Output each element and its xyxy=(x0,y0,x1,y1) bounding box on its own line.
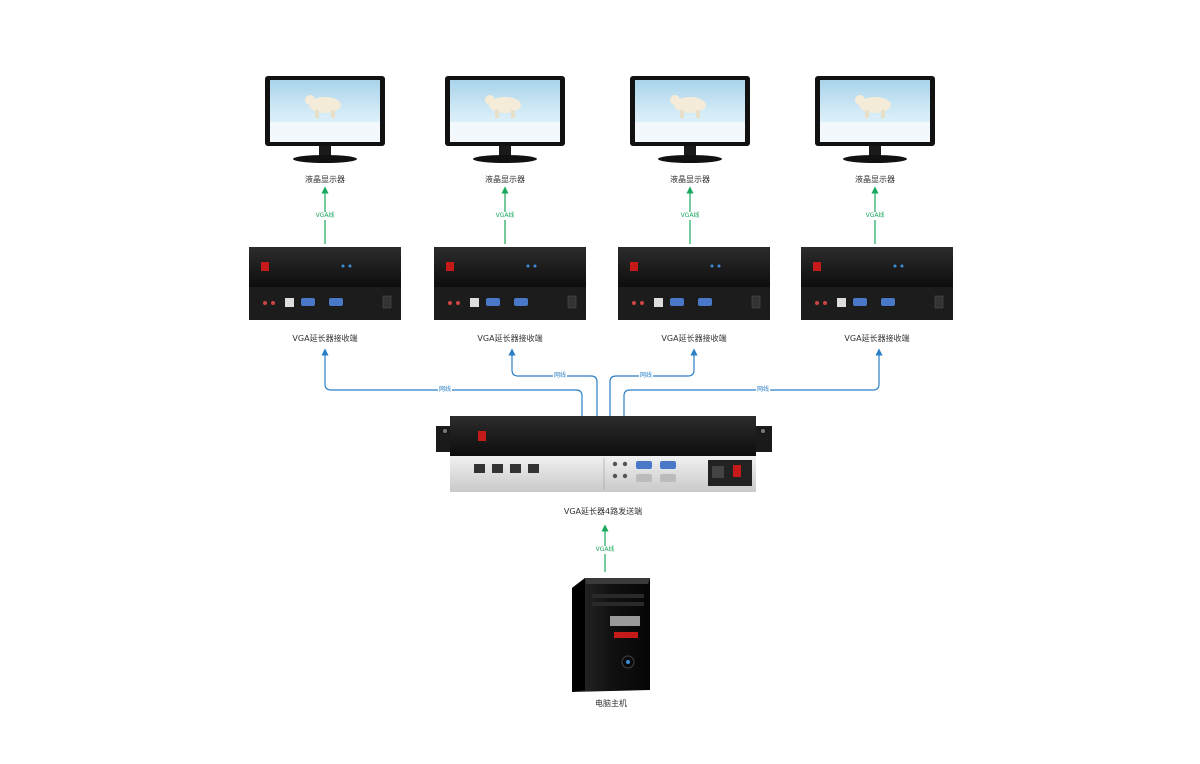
monitor-3-label: 液晶显示器 xyxy=(670,175,710,184)
vga-cable-label-pc: VGA线 xyxy=(594,546,616,554)
network-cable-label-2: 网线 xyxy=(552,372,568,380)
receiver-3 xyxy=(618,247,770,320)
receiver-3-label: VGA延长器接收端 xyxy=(661,334,727,343)
receiver-2-label: VGA延长器接收端 xyxy=(477,334,543,343)
receiver-4-label: VGA延长器接收端 xyxy=(844,334,910,343)
sender-unit xyxy=(436,416,772,492)
receiver-1 xyxy=(249,247,401,320)
monitor-2-label: 液晶显示器 xyxy=(485,175,525,184)
network-cables xyxy=(321,348,883,418)
monitor-1-label: 液晶显示器 xyxy=(305,175,345,184)
vga-cable-label-3: VGA线 xyxy=(679,212,701,220)
monitor-2 xyxy=(445,76,565,163)
monitor-3 xyxy=(630,76,750,163)
network-cable-label-1: 网线 xyxy=(437,386,453,394)
receiver-1-label: VGA延长器接收端 xyxy=(292,334,358,343)
monitor-4 xyxy=(815,76,935,163)
sender-label: VGA延长器4路发送端 xyxy=(563,507,643,516)
pc-tower xyxy=(572,578,650,692)
vga-cable-label-1: VGA线 xyxy=(314,212,336,220)
pc-label: 电脑主机 xyxy=(595,699,627,708)
vga-cable-label-2: VGA线 xyxy=(494,212,516,220)
receiver-4 xyxy=(801,247,953,320)
monitor-1 xyxy=(265,76,385,163)
receiver-2 xyxy=(434,247,586,320)
vga-cable-label-4: VGA线 xyxy=(864,212,886,220)
network-cable-label-4: 网线 xyxy=(755,386,771,394)
monitor-4-label: 液晶显示器 xyxy=(855,175,895,184)
vga-cables-top xyxy=(321,186,879,244)
network-cable-label-3: 网线 xyxy=(638,372,654,380)
